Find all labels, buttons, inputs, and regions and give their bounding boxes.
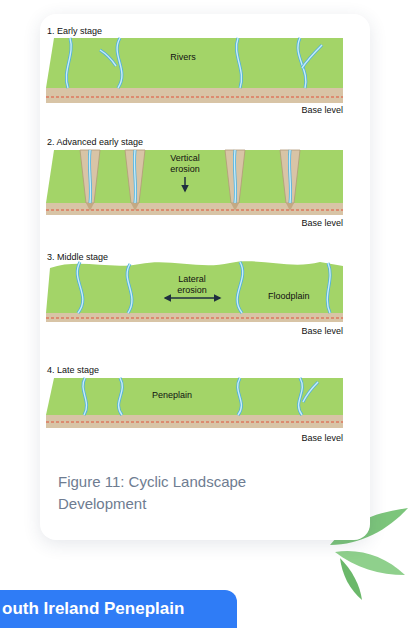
landscape-label: Floodplain: [268, 291, 310, 302]
stage-label: 3. Middle stage: [47, 252, 108, 263]
stage-label: 2. Advanced early stage: [47, 137, 143, 148]
advanced-early-stage-block: [46, 150, 343, 215]
illustration-shape: [237, 262, 243, 313]
late-stage-block: [46, 378, 343, 428]
illustration-shape: [299, 378, 303, 415]
illustration-shape: [134, 150, 135, 203]
illustration-shape: [46, 415, 343, 428]
landscape-label: Rivers: [170, 52, 196, 63]
illustration-shape: [302, 45, 322, 68]
illustration-shape: [184, 177, 186, 191]
illustration-shape: [83, 378, 318, 415]
illustration-shape: [80, 150, 300, 203]
illustration-shape: [100, 50, 116, 66]
illustration-shape: [236, 38, 241, 88]
illustration-shape: [46, 210, 343, 211]
illustration-shape: [234, 150, 235, 203]
illustration-shape: [302, 45, 322, 68]
illustration-shape: [289, 150, 290, 203]
illustration-shape: [234, 150, 235, 203]
illustration-shape: [46, 422, 343, 423]
illustration-shape: [280, 150, 300, 203]
illustration-shape: [238, 378, 242, 415]
illustration-shape: [125, 150, 145, 203]
illustration-shape: [46, 97, 343, 98]
illustration-shape: [127, 264, 132, 313]
illustration-shape: [89, 150, 290, 203]
illustration-shape: [89, 150, 90, 203]
illustration-shape: [225, 150, 245, 203]
stage-label: 4. Late stage: [47, 365, 99, 376]
illustration-shape: [83, 378, 87, 415]
base-level-label: Base level: [301, 326, 343, 337]
illustration-shape: [46, 88, 343, 103]
illustration-shape: [46, 378, 343, 415]
illustration-shape: [119, 378, 123, 415]
illustration-shape: [46, 318, 343, 319]
illustration-shape: [238, 378, 242, 415]
illustration-shape: [303, 382, 318, 402]
illustration-shape: [327, 263, 330, 313]
illustration-shape: [237, 262, 243, 313]
illustration-shape: [77, 262, 83, 313]
figure-caption: Figure 11: Cyclic Landscape Development: [58, 471, 288, 515]
middle-stage-block: [46, 261, 343, 322]
process-label: Vertical erosion: [160, 153, 210, 175]
illustration-shape: [80, 150, 100, 203]
title-tab: outh Ireland Peneplain: [0, 590, 237, 628]
base-level-label: Base level: [301, 218, 343, 229]
landscape-label: Peneplain: [152, 390, 192, 401]
illustration-shape: [46, 150, 343, 203]
illustration-shape: [77, 262, 330, 313]
base-level-label: Base level: [301, 105, 343, 116]
illustration-shape: [46, 203, 343, 215]
illustration-shape: [134, 150, 135, 203]
illustration-shape: [165, 297, 220, 299]
illustration-shape: [117, 38, 122, 88]
early-stage-block: [46, 38, 343, 103]
illustration-shape: [46, 261, 343, 313]
illustration-shape: [289, 150, 290, 203]
stage-label: 1. Early stage: [47, 26, 102, 37]
process-label: Lateral erosion: [170, 274, 214, 296]
illustration-shape: [303, 382, 318, 402]
illustration-shape: [66, 38, 71, 88]
illustration-shape: [100, 50, 116, 66]
base-level-label: Base level: [301, 433, 343, 444]
illustration-shape: [236, 38, 241, 88]
illustration-shape: [66, 38, 71, 88]
illustration-shape: [89, 150, 90, 203]
illustration-shape: [119, 378, 123, 415]
illustration-shape: [66, 38, 322, 88]
illustration-shape: [127, 264, 132, 313]
illustration-shape: [77, 262, 83, 313]
tab-title: outh Ireland Peneplain: [0, 599, 200, 619]
illustration-shape: [299, 378, 303, 415]
illustration-shape: [327, 263, 330, 313]
illustration-shape: [46, 38, 343, 88]
illustration-shape: [340, 558, 362, 600]
illustration-shape: [83, 378, 87, 415]
illustration-shape: [46, 313, 343, 322]
illustration-shape: [117, 38, 122, 88]
